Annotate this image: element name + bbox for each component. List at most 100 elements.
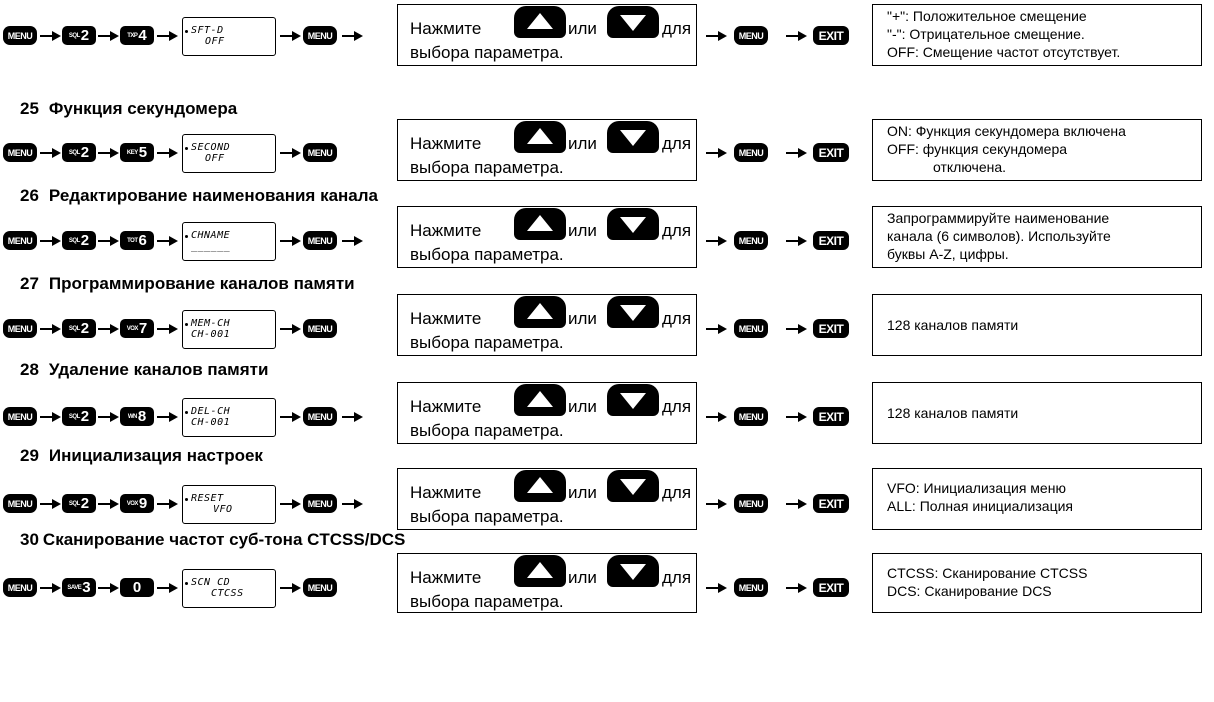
instruction-press-text: Нажмите	[410, 483, 482, 502]
post-sequence: MENU EXIT	[700, 221, 860, 261]
menu-key-icon: MENU	[303, 407, 337, 426]
lcd-line1: RESET	[191, 493, 224, 504]
instruction-box: Нажмите или для выбора параметра.	[397, 119, 697, 181]
lcd-line2: VFO	[213, 504, 233, 515]
arrow-right-icon	[40, 498, 62, 510]
arrow-right-icon	[786, 582, 808, 594]
result-box: 128 каналов памяти	[872, 382, 1202, 444]
menu-key-icon: MENU	[734, 143, 768, 162]
arrow-right-icon	[157, 235, 179, 247]
menu-key-icon: MENU	[303, 26, 337, 45]
arrow-right-icon	[40, 30, 62, 42]
post-sequence: MENU EXIT	[700, 309, 860, 349]
instruction-or-text: или	[568, 568, 597, 587]
arrow-right-icon	[98, 498, 120, 510]
exit-key-icon: EXIT	[813, 26, 849, 45]
menu-key-icon: MENU	[3, 143, 37, 162]
arrow-right-icon	[280, 323, 302, 335]
arrow-right-icon	[706, 30, 728, 42]
result-line: канала (6 символов). Используйте	[887, 228, 1111, 244]
instruction-box: Нажмите или для выбора параметра.	[397, 206, 697, 268]
arrow-right-icon	[98, 147, 120, 159]
menu-key-icon: MENU	[303, 143, 337, 162]
exit-key-icon: EXIT	[813, 143, 849, 162]
arrow-right-icon	[342, 30, 364, 42]
post-sequence: MENU EXIT	[700, 133, 860, 173]
instruction-press-text: Нажмите	[410, 19, 482, 38]
instruction-press-text: Нажмите	[410, 568, 482, 587]
arrow-right-icon	[98, 235, 120, 247]
exit-key-icon: EXIT	[813, 407, 849, 426]
menu-key-icon: MENU	[734, 407, 768, 426]
menu-key-icon: MENU	[3, 231, 37, 250]
instruction-or-text: или	[568, 309, 597, 328]
instruction-for-text: для	[662, 568, 692, 587]
lcd-line1: SCN CD	[191, 577, 231, 588]
arrow-right-icon	[40, 582, 62, 594]
up-triangle-button-icon	[514, 296, 566, 328]
instruction-or-text: или	[568, 19, 597, 38]
arrow-right-icon	[40, 147, 62, 159]
instruction-line2-text: выбора параметра.	[410, 421, 564, 440]
lcd-line1: SECOND	[191, 142, 231, 153]
result-line: "-": Отрицательное смещение.	[887, 26, 1085, 42]
menu-key-icon: MENU	[734, 26, 768, 45]
arrow-right-icon	[280, 582, 302, 594]
result-box: VFO: Инициализация меню ALL: Полная иниц…	[872, 468, 1202, 530]
lcd-dot	[185, 30, 188, 33]
lcd-line2: CH-001	[191, 329, 231, 340]
down-triangle-button-icon	[607, 121, 659, 153]
result-box: "+": Положительное смещение "-": Отрицат…	[872, 4, 1202, 66]
instruction-press-text: Нажмите	[410, 397, 482, 416]
arrow-right-icon	[342, 235, 364, 247]
arrow-right-icon	[40, 411, 62, 423]
down-triangle-button-icon	[607, 6, 659, 38]
up-triangle-button-icon	[514, 121, 566, 153]
result-box: ON: Функция секундомера включена OFF: фу…	[872, 119, 1202, 181]
menu-key-icon: MENU	[303, 231, 337, 250]
down-triangle-button-icon	[607, 208, 659, 240]
instruction-press-text: Нажмите	[410, 134, 482, 153]
exit-key-icon: EXIT	[813, 231, 849, 250]
exit-key-icon: EXIT	[813, 494, 849, 513]
lcd-display: SFT-D OFF	[182, 17, 276, 56]
arrow-right-icon	[280, 498, 302, 510]
arrow-right-icon	[342, 498, 364, 510]
lcd-dot	[185, 582, 188, 585]
menu-key-icon: MENU	[3, 319, 37, 338]
arrow-right-icon	[157, 582, 179, 594]
arrow-right-icon	[706, 498, 728, 510]
arrow-right-icon	[706, 323, 728, 335]
lcd-line2: OFF	[205, 36, 225, 47]
result-line: Запрограммируйте наименование	[887, 210, 1110, 226]
lcd-line1: DEL-CH	[191, 406, 231, 417]
result-line: DCS: Сканирование DCS	[887, 583, 1052, 599]
lcd-display: RESET VFO	[182, 485, 276, 524]
instruction-line2-text: выбора параметра.	[410, 158, 564, 177]
result-line: буквы A-Z, цифры.	[887, 246, 1009, 262]
arrow-right-icon	[786, 411, 808, 423]
down-triangle-button-icon	[607, 384, 659, 416]
arrow-right-icon	[786, 323, 808, 335]
arrow-right-icon	[786, 498, 808, 510]
arrow-right-icon	[98, 582, 120, 594]
instruction-press-text: Нажмите	[410, 309, 482, 328]
instruction-line2-text: выбора параметра.	[410, 43, 564, 62]
up-triangle-button-icon	[514, 384, 566, 416]
